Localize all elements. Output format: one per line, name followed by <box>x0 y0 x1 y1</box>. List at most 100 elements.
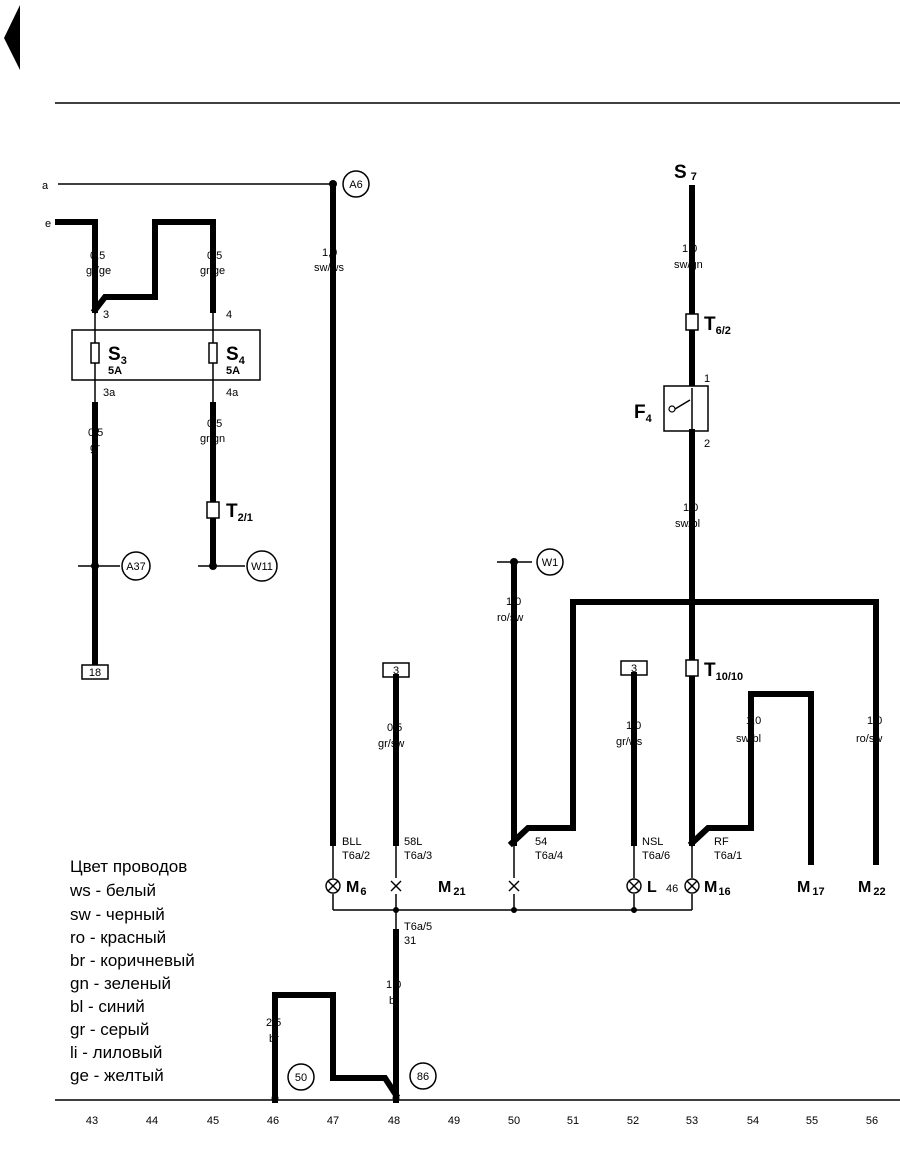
wire-w12-label: 1,0 ro/sw <box>856 715 882 745</box>
node-a37-dot <box>91 562 99 570</box>
node-a37 <box>121 551 151 581</box>
column-number: 48 <box>388 1115 400 1127</box>
wire-w3-label: 0,5 gr <box>88 427 103 454</box>
node-86-label: 86 <box>417 1071 429 1083</box>
legend-item: sw - черный <box>70 905 165 924</box>
svg-text:BLL: BLL <box>342 836 362 848</box>
column-number: 43 <box>86 1115 98 1127</box>
svg-text:1,0: 1,0 <box>682 243 697 255</box>
fuse-s4-name: S4 <box>226 344 246 367</box>
lamp-m16-icon <box>684 878 700 894</box>
svg-text:gr/ws: gr/ws <box>616 736 643 748</box>
fuse-s3-rating: 5A <box>108 365 122 377</box>
ground-bus <box>332 894 693 932</box>
wire-w14-label: 2,5 br <box>266 1017 281 1045</box>
svg-text:ro/sw: ro/sw <box>856 733 882 745</box>
svg-text:58L: 58L <box>404 836 422 848</box>
wire-park-bus <box>507 599 879 865</box>
connector-t62-label: T6/2 <box>704 314 731 337</box>
switch-f4-pin1: 1 <box>704 373 710 385</box>
svg-text:gr/sw: gr/sw <box>378 738 404 750</box>
column-number: 44 <box>146 1115 158 1127</box>
fuse-s4-pin-in: 4 <box>226 309 232 321</box>
svg-text:1,0: 1,0 <box>683 502 698 514</box>
node-w11-dot <box>209 562 217 570</box>
svg-text:gr: gr <box>90 442 100 454</box>
svg-text:br: br <box>389 995 399 1007</box>
svg-text:1,0: 1,0 <box>867 715 882 727</box>
lamp-l-icon <box>626 878 642 894</box>
lamp-54-icon <box>508 880 520 892</box>
legend-item: ws - белый <box>69 881 156 900</box>
wire-e-branch <box>90 219 216 315</box>
fuse-s3-name: S3 <box>108 344 127 367</box>
lamp-pin-bll: BLL T6a/2 <box>342 836 370 862</box>
svg-text:2,5: 2,5 <box>266 1017 281 1029</box>
lamp-leads <box>332 843 693 878</box>
wire-w1-label: 0,5 gr/ge <box>86 250 111 277</box>
column-number: 45 <box>207 1115 219 1127</box>
connector-t1010-label: T10/10 <box>704 660 743 683</box>
legend-item: ro - красный <box>70 928 166 947</box>
column-number: 46 <box>267 1115 279 1127</box>
connector-t21-label: T2/1 <box>226 501 253 524</box>
lamp-pin-54: 54 T6a/4 <box>535 836 563 862</box>
switch-f4-pin2: 2 <box>704 438 710 450</box>
lamp-m21-icon <box>390 880 402 892</box>
column-number: 53 <box>686 1115 698 1127</box>
wire-w5-label: 1,0 sw/ws <box>314 247 344 274</box>
lamp-m6-icon <box>325 878 341 894</box>
fuse-s4-rating: 5A <box>226 365 240 377</box>
svg-text:T6a/2: T6a/2 <box>342 850 370 862</box>
wire-w11-label: 1,0 sw/bl <box>736 715 761 745</box>
switch-f4-name: F4 <box>634 402 653 425</box>
svg-text:sw/gn: sw/gn <box>674 259 703 271</box>
connector-t62-symbol <box>685 313 699 331</box>
svg-text:54: 54 <box>535 836 547 848</box>
switch-f4-box <box>663 385 709 432</box>
legend-item: ge - желтый <box>70 1066 164 1085</box>
lamp-pin-58l: 58L T6a/3 <box>404 836 432 862</box>
svg-text:T6a/4: T6a/4 <box>535 850 563 862</box>
fuse-s3-pin-in: 3 <box>103 309 109 321</box>
input-e-label: e <box>45 218 51 230</box>
legend-item: gn - зеленый <box>70 974 171 993</box>
svg-text:0,5: 0,5 <box>207 418 222 430</box>
node-a6-label: A6 <box>349 179 362 191</box>
wire-w6-label: 1,0 sw/gn <box>674 243 703 271</box>
svg-text:gr/ge: gr/ge <box>200 265 225 277</box>
box-18 <box>81 664 109 680</box>
svg-text:T6a/1: T6a/1 <box>714 850 742 862</box>
svg-text:1,0: 1,0 <box>626 720 641 732</box>
wire-w7-label: 1,0 sw/bl <box>675 502 700 530</box>
node-a6 <box>342 170 370 198</box>
ground-pin-label: T6a/5 31 <box>404 921 432 947</box>
svg-text:0,5: 0,5 <box>88 427 103 439</box>
fuse-box <box>71 329 261 381</box>
svg-text:T6a/6: T6a/6 <box>642 850 670 862</box>
wire-rf <box>687 691 814 865</box>
svg-text:br: br <box>269 1033 279 1045</box>
node-w11-label: W11 <box>251 561 273 573</box>
svg-text:1,0: 1,0 <box>746 715 761 727</box>
legend-item: br - коричневый <box>70 951 195 970</box>
node-w11 <box>246 550 278 582</box>
fuse-s3-symbol <box>90 342 100 364</box>
legend-title: Цвет проводов <box>70 857 187 876</box>
column-number: 55 <box>806 1115 818 1127</box>
page-marker-icon <box>4 5 20 70</box>
wire-w4-label: 0,5 gr/gn <box>200 418 225 445</box>
svg-text:1,0: 1,0 <box>386 979 401 991</box>
column-number: 56 <box>866 1115 878 1127</box>
legend-item: bl - синий <box>70 997 145 1016</box>
wire-w8-label: 1,0 ro/sw <box>497 596 523 624</box>
lamp-pin-nsl: NSL T6a/6 <box>642 836 670 862</box>
component-m6: M6 <box>346 879 366 898</box>
wire-e <box>55 219 98 313</box>
svg-text:sw/ws: sw/ws <box>314 262 344 274</box>
svg-text:sw/bl: sw/bl <box>736 733 761 745</box>
legend-item: gr - серый <box>70 1020 149 1039</box>
svg-text:0,5: 0,5 <box>90 250 105 262</box>
